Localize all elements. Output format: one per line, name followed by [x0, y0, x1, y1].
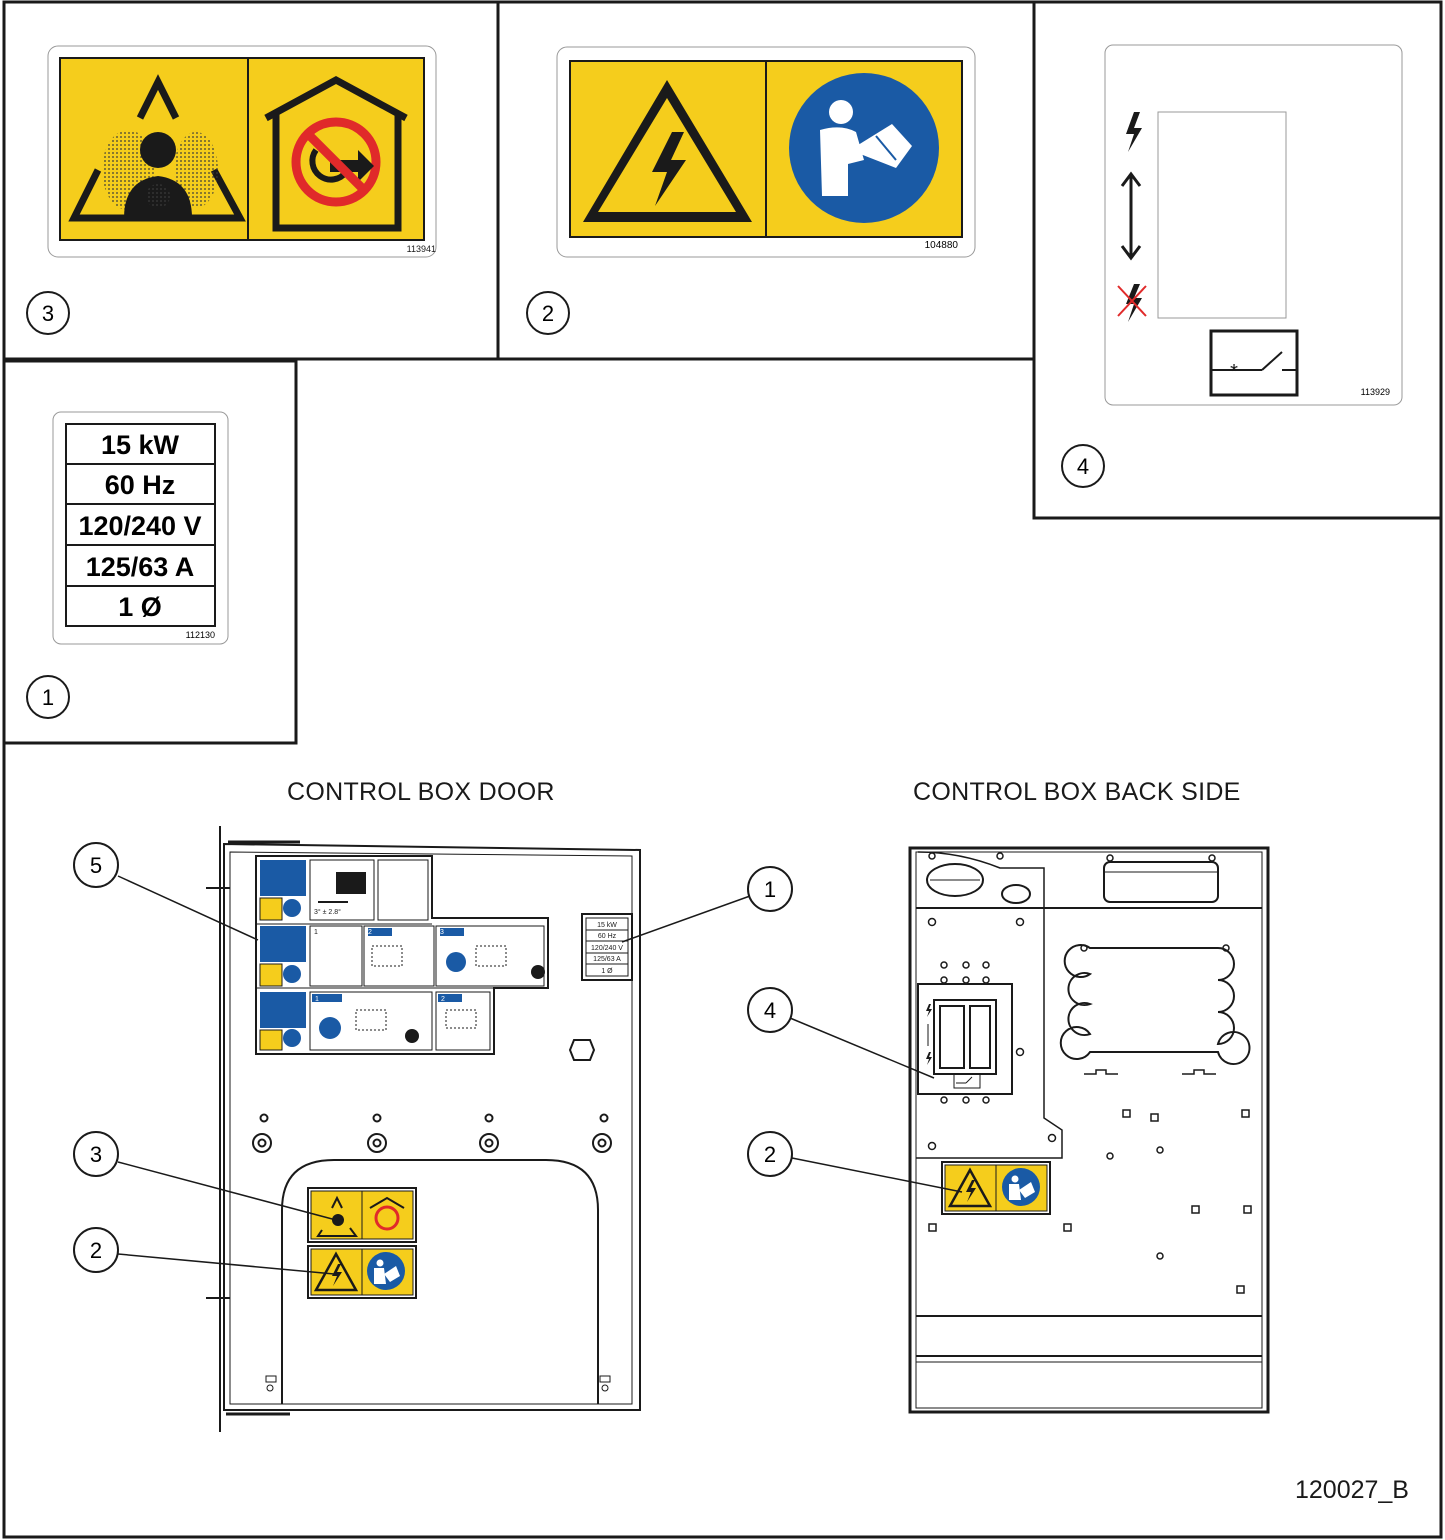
- door-callout-5: 5: [90, 853, 102, 878]
- svg-text:2: 2: [368, 929, 372, 936]
- toxic-fumes-icon: [68, 74, 246, 222]
- door-callout-2: 2: [90, 1238, 102, 1263]
- svg-text:2: 2: [441, 996, 445, 1003]
- double-arrow-icon: [1120, 171, 1142, 261]
- drawing-number: 120027_B: [1294, 1476, 1409, 1504]
- control-box-door-view: 3° ± 2.8° 1 2 3 1 2: [206, 826, 641, 1432]
- callout-4-number: 4: [1077, 454, 1089, 479]
- decal-2-part-number: 104880: [925, 240, 959, 251]
- svg-text:60 Hz: 60 Hz: [598, 933, 617, 940]
- callout-4-bubble: [1061, 444, 1105, 488]
- callout-2-bubble: [526, 291, 570, 335]
- control-box-back-view: [908, 846, 1270, 1414]
- callout-1-bubble: [26, 675, 70, 719]
- rating-row-current: 125/63 A: [86, 552, 195, 582]
- svg-text:3° ± 2.8°: 3° ± 2.8°: [314, 908, 341, 916]
- callout-3-number: 3: [42, 301, 54, 326]
- svg-text:*: *: [1230, 361, 1238, 383]
- svg-text:15 kW: 15 kW: [597, 922, 617, 929]
- door-callout-1: 1: [764, 877, 776, 902]
- read-manual-icon: [789, 73, 939, 223]
- door-mini-rating-decal: 15 kW 60 Hz 120/240 V 125/63 A 1 Ø: [591, 922, 623, 975]
- panel-decal-1: 15 kW 60 Hz 120/240 V 125/63 A 1 Ø 11213…: [2, 359, 298, 745]
- svg-text:1 Ø: 1 Ø: [601, 968, 613, 975]
- lightning-icon: [1126, 112, 1142, 152]
- rating-row-power: 15 kW: [101, 430, 180, 460]
- svg-text:3: 3: [440, 929, 444, 936]
- decal-3-part-number: 113941: [407, 244, 436, 254]
- back-callout-2: 2: [764, 1142, 776, 1167]
- rating-row-frequency: 60 Hz: [105, 470, 176, 500]
- callout-2-number: 2: [542, 301, 554, 326]
- back-callout-4: 4: [764, 998, 776, 1023]
- panel-decal-3: 113941 3: [2, 0, 500, 361]
- decal-1-part-number: 112130: [186, 630, 215, 640]
- door-view-title: CONTROL BOX DOOR: [287, 778, 555, 806]
- rating-row-voltage: 120/240 V: [78, 511, 201, 541]
- decal-4-part-number: 113929: [1361, 387, 1390, 397]
- callout-3-bubble: [26, 291, 70, 335]
- svg-text:1: 1: [315, 996, 319, 1003]
- svg-text:125/63 A: 125/63 A: [593, 956, 621, 963]
- panel-decal-4: * 113929 4: [1032, 0, 1443, 520]
- crossed-lightning-icon: [1117, 284, 1147, 322]
- breaker-switch-icon: *: [1209, 329, 1299, 397]
- no-indoor-use-icon: [264, 76, 408, 232]
- svg-text:120/240 V: 120/240 V: [591, 945, 623, 952]
- back-callouts: 4 2: [747, 987, 963, 1193]
- svg-text:1: 1: [314, 929, 318, 936]
- door-callout-3: 3: [90, 1142, 102, 1167]
- panel-decal-2: 104880 2: [496, 0, 1036, 361]
- rating-row-phase: 1 Ø: [118, 592, 162, 622]
- door-callouts: 5 1 3 2: [73, 842, 793, 1275]
- electric-shock-warning-icon: [583, 80, 752, 222]
- callout-1-number: 1: [42, 685, 54, 710]
- back-view-title: CONTROL BOX BACK SIDE: [913, 778, 1241, 806]
